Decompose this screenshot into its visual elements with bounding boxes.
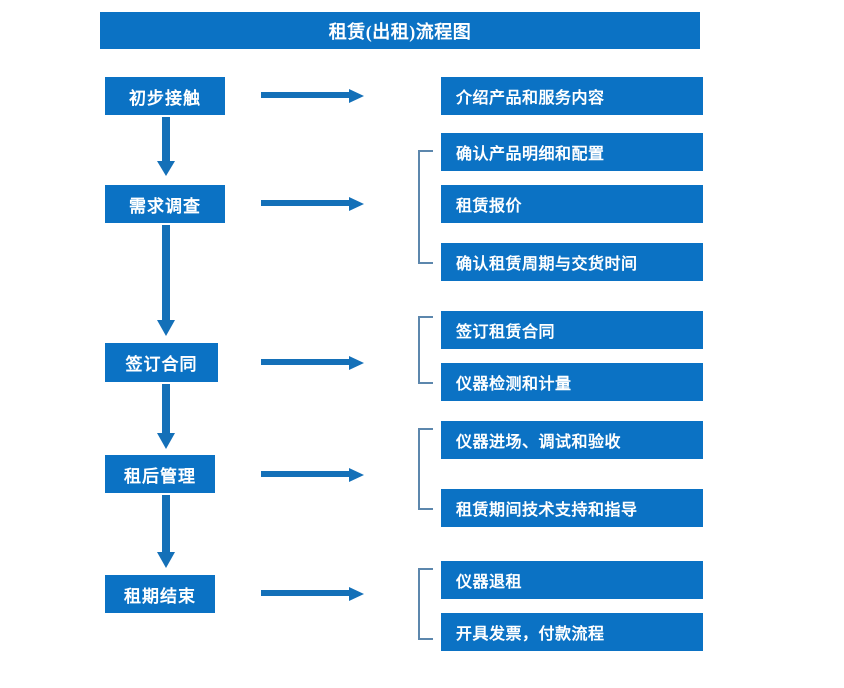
stage-box-4[interactable]: 租后管理: [105, 455, 215, 493]
arrow-down-icon-3: [155, 384, 177, 450]
detail-box-6[interactable]: 仪器检测和计量: [441, 363, 703, 401]
detail-box-6-label: 仪器检测和计量: [456, 376, 572, 393]
detail-box-1[interactable]: 介绍产品和服务内容: [441, 77, 703, 115]
stage-box-3[interactable]: 签订合同: [105, 343, 218, 382]
detail-box-5[interactable]: 签订租赁合同: [441, 311, 703, 349]
bracket-icon-3: [418, 428, 434, 510]
arrow-right-icon-1: [261, 87, 365, 105]
arrow-down-icon-4: [155, 495, 177, 569]
detail-box-4[interactable]: 确认租赁周期与交货时间: [441, 243, 703, 281]
arrow-down-icon-2: [155, 225, 177, 337]
bracket-icon-1: [418, 150, 434, 264]
stage-box-1[interactable]: 初步接触: [105, 77, 225, 115]
detail-box-9-label: 仪器退租: [456, 574, 523, 591]
detail-box-2-label: 确认产品明细和配置: [456, 146, 605, 163]
detail-box-3-label: 租赁报价: [456, 198, 523, 215]
stage-box-2[interactable]: 需求调查: [105, 185, 225, 223]
detail-box-3[interactable]: 租赁报价: [441, 185, 703, 223]
stage-box-1-label: 初步接触: [129, 88, 201, 108]
stage-box-5-label: 租期结束: [124, 586, 196, 606]
detail-box-10-label: 开具发票，付款流程: [456, 626, 605, 643]
arrow-right-icon-4: [261, 466, 365, 484]
arrow-right-icon-3: [261, 354, 365, 372]
stage-box-5[interactable]: 租期结束: [105, 575, 215, 613]
detail-box-8-label: 租赁期间技术支持和指导: [456, 502, 638, 519]
detail-box-2[interactable]: 确认产品明细和配置: [441, 133, 703, 171]
detail-box-8[interactable]: 租赁期间技术支持和指导: [441, 489, 703, 527]
stage-box-4-label: 租后管理: [124, 466, 196, 486]
detail-box-7[interactable]: 仪器进场、调试和验收: [441, 421, 703, 459]
arrow-down-icon-1: [155, 117, 177, 177]
detail-box-5-label: 签订租赁合同: [456, 324, 556, 341]
detail-box-4-label: 确认租赁周期与交货时间: [456, 256, 638, 273]
arrow-right-icon-5: [261, 585, 365, 603]
arrow-right-icon-2: [261, 195, 365, 213]
stage-box-3-label: 签订合同: [125, 355, 198, 374]
bracket-icon-4: [418, 568, 434, 640]
detail-box-1-label: 介绍产品和服务内容: [456, 90, 605, 107]
detail-box-7-label: 仪器进场、调试和验收: [456, 434, 622, 451]
page-title: 租赁(出租)流程图: [100, 12, 700, 49]
detail-box-10[interactable]: 开具发票，付款流程: [441, 613, 703, 651]
bracket-icon-2: [418, 316, 434, 384]
stage-box-2-label: 需求调查: [129, 196, 201, 216]
detail-box-9[interactable]: 仪器退租: [441, 561, 703, 599]
